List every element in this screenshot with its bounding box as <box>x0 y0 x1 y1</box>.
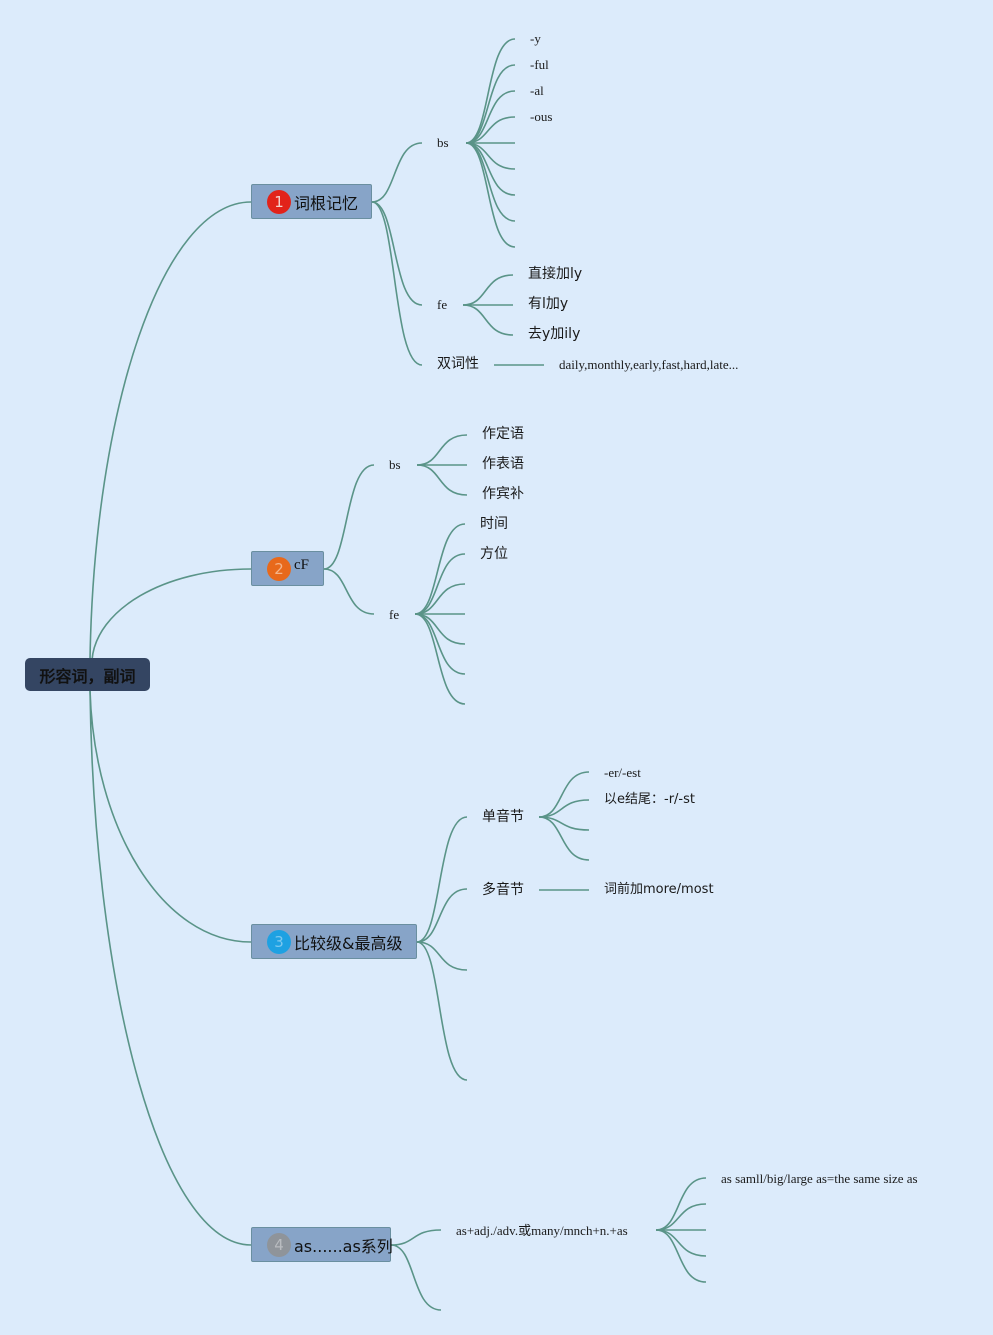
subtopic-fe[interactable]: fe <box>437 297 448 312</box>
leaf-topic[interactable]: -y <box>530 31 541 46</box>
main-topic-as-as[interactable]: 4 as......as系列 <box>251 1227 393 1262</box>
leaf-connector-line <box>414 613 466 705</box>
connector-line <box>416 816 468 943</box>
root-connector-line <box>91 568 252 661</box>
connector-line <box>416 941 468 1081</box>
subtopic-bs[interactable]: bs <box>389 457 401 472</box>
leaf-connector-line <box>655 1177 707 1231</box>
leaf-connector-line <box>538 816 590 861</box>
leaf-connector-line <box>462 304 514 336</box>
leaf-connector-line <box>465 90 516 144</box>
main-topic-label: 词根记忆 <box>294 193 359 213</box>
leaf-topic[interactable]: -er/-est <box>604 765 641 780</box>
leaf-topic[interactable]: as samll/big/large as=the same size as <box>721 1171 918 1186</box>
leaf-topic[interactable]: 时间 <box>480 516 508 532</box>
leaf-topic[interactable]: 作定语 <box>482 426 524 442</box>
priority-3-icon: 3 <box>267 929 291 954</box>
main-topic-label: 比较级&最高级 <box>294 933 403 953</box>
main-topic-label: as......as系列 <box>294 1236 393 1256</box>
connector-line <box>416 941 468 971</box>
main-topic-function[interactable]: 2 cF <box>251 551 324 586</box>
subtopic-polysyllable[interactable]: 多音节 <box>482 882 524 898</box>
connector-line <box>416 888 468 943</box>
subtopic-monosyllable[interactable]: 单音节 <box>482 809 524 825</box>
leaf-topic[interactable]: 词前加more/most <box>604 882 714 897</box>
main-topic-label: cF <box>294 557 309 573</box>
root-topic-label: 形容词，副词 <box>39 666 136 686</box>
leaf-connector-line <box>655 1229 707 1283</box>
priority-1-icon: 1 <box>267 189 291 214</box>
leaf-topic[interactable]: 直接加ly <box>528 266 583 282</box>
leaf-connector-line <box>416 434 468 466</box>
main-topic-roots-memory[interactable]: 1 词根记忆 <box>251 184 372 219</box>
leaf-connector-line <box>465 142 516 248</box>
leaf-connector-line <box>416 464 468 496</box>
leaf-topic[interactable]: 方位 <box>480 546 508 562</box>
leaf-connector-line <box>414 523 466 615</box>
leaf-topic[interactable]: 有l加y <box>528 296 569 312</box>
leaf-connector-line <box>414 583 466 615</box>
root-connector-line <box>89 689 252 943</box>
connector-line <box>371 201 423 366</box>
leaf-connector-line <box>414 553 466 615</box>
main-topic-comparison[interactable]: 3 比较级&最高级 <box>251 924 417 959</box>
priority-4-icon: 4 <box>267 1232 291 1257</box>
connector-line <box>371 142 423 203</box>
leaf-connector-line <box>462 274 514 306</box>
leaf-connector-line <box>655 1203 707 1231</box>
leaf-connector-line <box>465 64 516 144</box>
leaf-connector-line <box>655 1229 707 1257</box>
subtopic-as-adj-as[interactable]: as+adj./adv.或many/mnch+n.+as <box>456 1223 628 1238</box>
leaf-topic[interactable]: daily,monthly,early,fast,hard,late... <box>559 357 739 372</box>
connector-line <box>390 1244 442 1311</box>
connector-line <box>390 1229 442 1246</box>
leaf-connector-line <box>465 142 516 222</box>
leaf-topic[interactable]: 作宾补 <box>482 486 524 502</box>
subtopic-fe[interactable]: fe <box>389 607 400 622</box>
leaf-connector-line <box>538 771 590 818</box>
connector-line <box>323 568 375 615</box>
connector-line <box>323 464 375 570</box>
priority-2-icon: 2 <box>267 556 291 581</box>
leaf-topic[interactable]: -al <box>530 83 544 98</box>
leaf-connector-line <box>414 613 466 645</box>
leaf-topic[interactable]: -ful <box>530 57 549 72</box>
leaf-connector-line <box>465 38 516 144</box>
root-topic[interactable]: 形容词，副词 <box>25 658 150 691</box>
leaf-topic[interactable]: 去y加ily <box>528 326 581 342</box>
root-connector-line <box>89 689 252 1246</box>
subtopic-bs[interactable]: bs <box>437 135 449 150</box>
root-connector-line <box>89 201 252 661</box>
subtopic-dual-part-of-speech[interactable]: 双词性 <box>437 356 479 372</box>
leaf-topic[interactable]: -ous <box>530 109 553 124</box>
connector-line <box>371 201 423 306</box>
leaf-topic[interactable]: 以e结尾：-r/-st <box>604 792 695 807</box>
leaf-topic[interactable]: 作表语 <box>482 456 524 472</box>
